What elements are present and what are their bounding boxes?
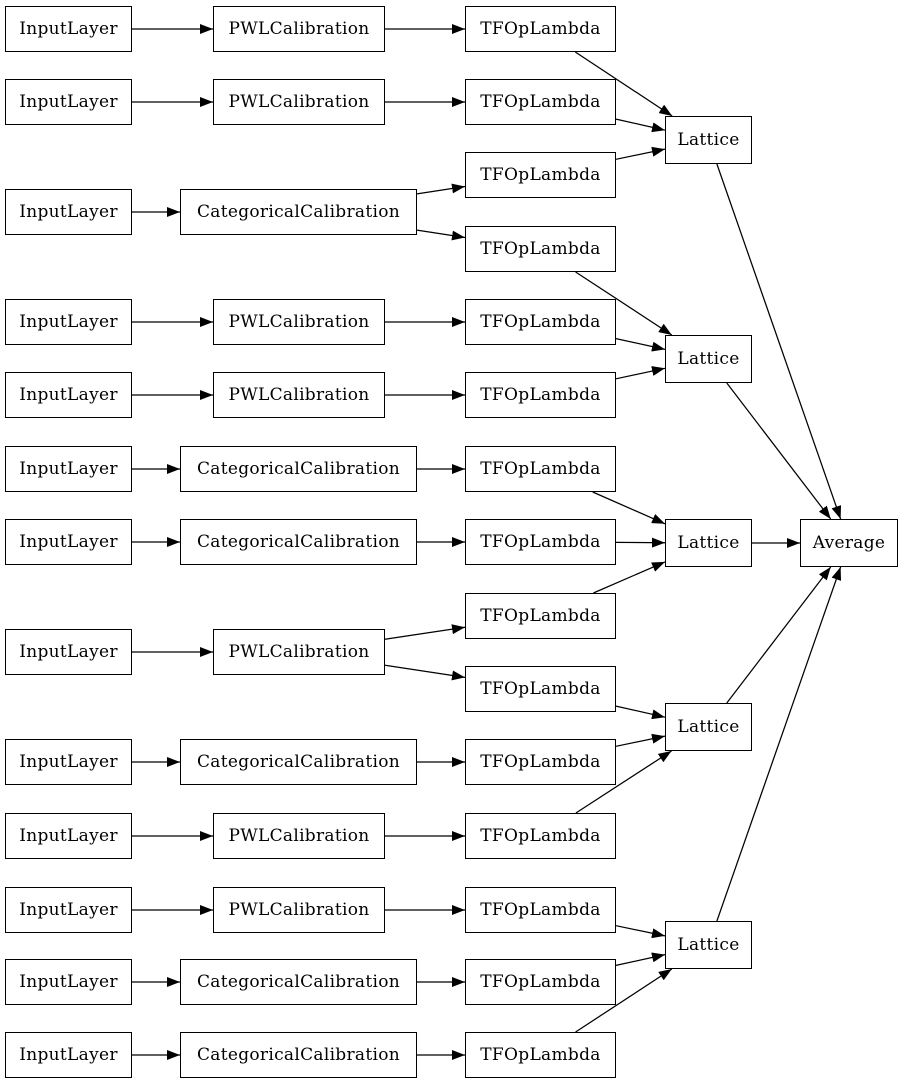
- node-tf5: TFOpLambda: [465, 299, 616, 345]
- node-in13: InputLayer: [5, 1032, 132, 1078]
- node-cal10: PWLCalibration: [213, 813, 385, 859]
- node-tf3: TFOpLambda: [465, 152, 616, 198]
- node-in1: InputLayer: [5, 6, 132, 52]
- node-cal11: PWLCalibration: [213, 887, 385, 933]
- node-tf15: TFOpLambda: [465, 1032, 616, 1078]
- node-lat3: Lattice: [665, 519, 752, 567]
- node-lat1: Lattice: [665, 116, 752, 164]
- node-cal1: PWLCalibration: [213, 6, 385, 52]
- node-in6: InputLayer: [5, 446, 132, 492]
- node-in5: InputLayer: [5, 372, 132, 418]
- edge-group: [132, 24, 842, 1060]
- edge-tf1-lat1: [574, 51, 673, 117]
- edge-tf9-lat3: [593, 561, 666, 594]
- edge-cal8-tf10: [384, 664, 466, 681]
- node-in10: InputLayer: [5, 813, 132, 859]
- node-tf2: TFOpLambda: [465, 79, 616, 125]
- edge-tf7-lat3: [592, 491, 666, 525]
- node-cal8: PWLCalibration: [213, 629, 385, 675]
- node-in7: InputLayer: [5, 519, 132, 565]
- node-tf12: TFOpLambda: [465, 813, 616, 859]
- node-cal2: PWLCalibration: [213, 79, 385, 125]
- edge-tf13-lat5: [615, 925, 666, 939]
- node-in9: InputLayer: [5, 739, 132, 785]
- edge-lat2-avg: [726, 382, 832, 520]
- node-in4: InputLayer: [5, 299, 132, 345]
- edge-lat4-avg: [726, 566, 832, 704]
- node-tf9: TFOpLambda: [465, 593, 616, 639]
- node-in2: InputLayer: [5, 79, 132, 125]
- edge-tf2-lat1: [615, 118, 666, 133]
- node-cal4: PWLCalibration: [213, 299, 385, 345]
- node-lat2: Lattice: [665, 335, 752, 383]
- edge-lat5-avg: [716, 566, 842, 922]
- node-cal9: CategoricalCalibration: [180, 739, 417, 785]
- node-tf11: TFOpLambda: [465, 739, 616, 785]
- edge-lat1-avg: [716, 163, 842, 520]
- node-cal12: CategoricalCalibration: [180, 959, 417, 1005]
- node-cal7: CategoricalCalibration: [180, 519, 417, 565]
- edge-tf15-lat5: [575, 968, 673, 1033]
- node-tf8: TFOpLambda: [465, 519, 616, 565]
- node-cal6: CategoricalCalibration: [180, 446, 417, 492]
- edge-tf5-lat2: [615, 337, 666, 352]
- node-avg: Average: [800, 519, 898, 567]
- edge-tf4-lat2: [575, 271, 673, 336]
- edge-cal3-tf4: [416, 229, 466, 241]
- node-tf6: TFOpLambda: [465, 372, 616, 418]
- node-cal13: CategoricalCalibration: [180, 1032, 417, 1078]
- node-tf1: TFOpLambda: [465, 6, 616, 52]
- edge-cal3-tf3: [416, 183, 466, 195]
- edge-tf11-lat4: [615, 733, 666, 747]
- node-cal5: PWLCalibration: [213, 372, 385, 418]
- edge-tf3-lat1: [615, 146, 666, 160]
- node-tf14: TFOpLambda: [465, 959, 616, 1005]
- node-tf4: TFOpLambda: [465, 226, 616, 272]
- node-lat5: Lattice: [665, 921, 752, 969]
- node-cal3: CategoricalCalibration: [180, 189, 417, 235]
- node-tf13: TFOpLambda: [465, 887, 616, 933]
- node-in11: InputLayer: [5, 887, 132, 933]
- edge-tf14-lat5: [615, 952, 666, 967]
- node-tf10: TFOpLambda: [465, 666, 616, 712]
- edge-cal8-tf9: [384, 624, 466, 640]
- edge-tf6-lat2: [615, 366, 666, 380]
- node-tf7: TFOpLambda: [465, 446, 616, 492]
- node-in12: InputLayer: [5, 959, 132, 1005]
- edge-tf12-lat4: [575, 750, 672, 814]
- node-in3: InputLayer: [5, 189, 132, 235]
- node-lat4: Lattice: [665, 703, 752, 751]
- node-in8: InputLayer: [5, 629, 132, 675]
- edge-tf10-lat4: [615, 705, 666, 720]
